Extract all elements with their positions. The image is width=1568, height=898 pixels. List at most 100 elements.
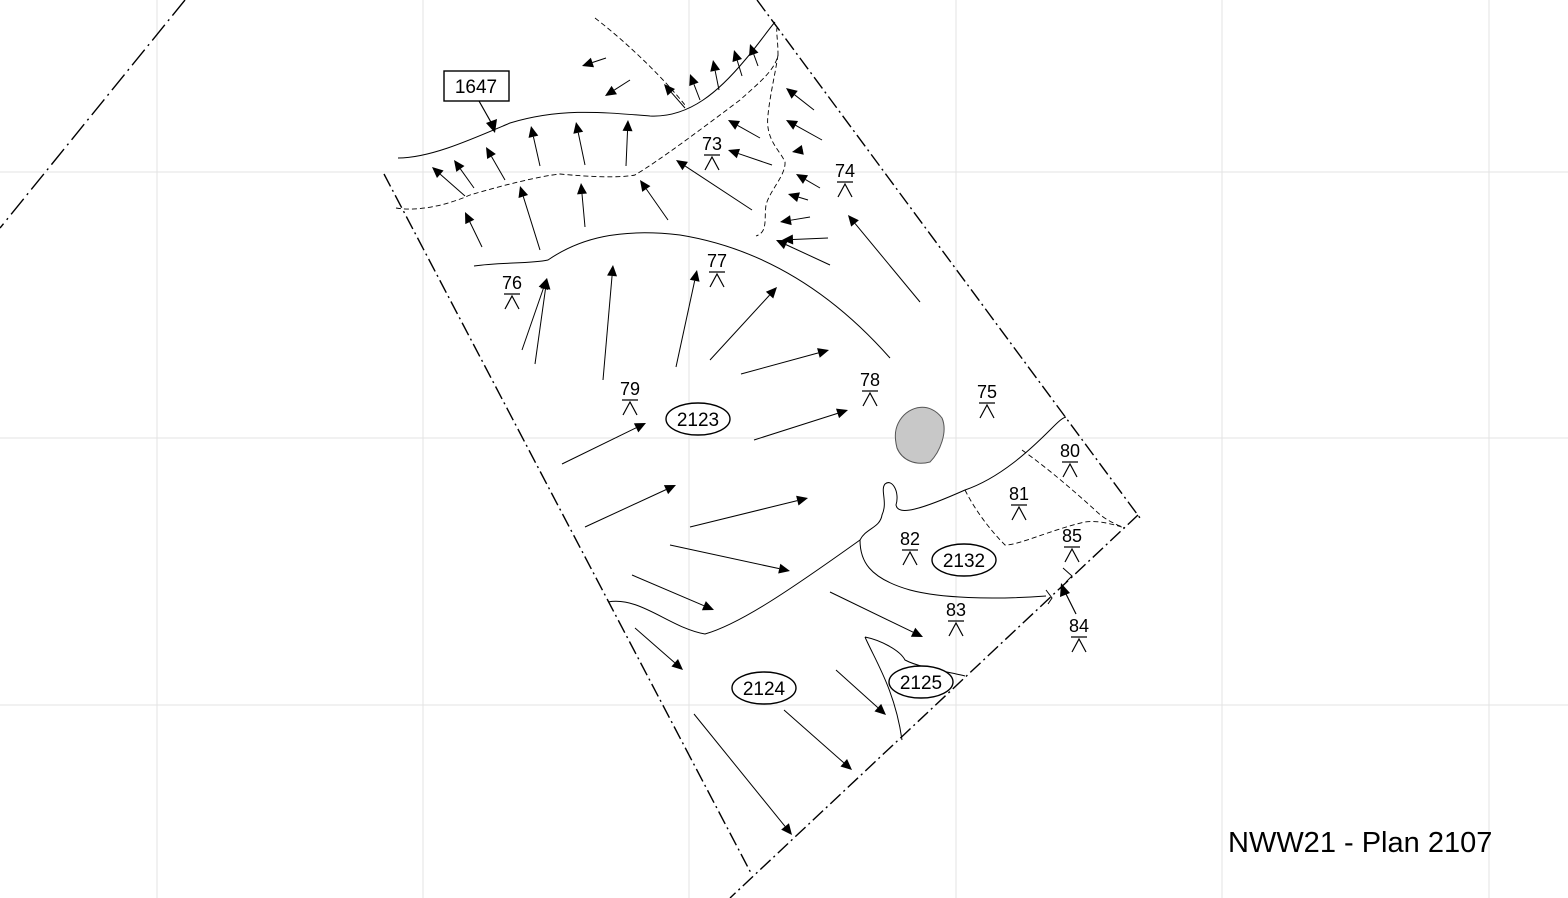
- level-point-84: 84: [1069, 616, 1089, 653]
- level-point-73: 73: [702, 134, 722, 171]
- hachure-head: [732, 50, 743, 62]
- level-label-74: 74: [835, 161, 855, 181]
- hachure-line: [625, 130, 629, 167]
- dashed-edge-3: [755, 54, 786, 237]
- hachure-line: [783, 709, 845, 764]
- hachure-line: [790, 216, 811, 221]
- hachure-head: [676, 160, 688, 171]
- hachure-head: [528, 126, 539, 138]
- level-point-74: 74: [835, 161, 855, 198]
- hachure-head: [782, 234, 794, 245]
- hachure-head: [518, 186, 529, 198]
- level-point-79: 79: [620, 379, 640, 416]
- hachure-head: [605, 85, 617, 96]
- hachure-head: [671, 658, 683, 670]
- hachure-head: [792, 144, 804, 155]
- hachure-head: [796, 174, 809, 184]
- level-label-82: 82: [900, 529, 920, 549]
- trench-edge-left: [383, 173, 753, 876]
- hachure-line: [738, 153, 773, 166]
- hachures: [432, 44, 923, 835]
- context-2125: 2125: [888, 665, 954, 699]
- context-label-2123: 2123: [677, 410, 719, 431]
- hachure-line: [634, 627, 676, 664]
- dashed-edge-1: [395, 27, 779, 210]
- hachure-head: [689, 74, 699, 87]
- hachure-line: [670, 91, 686, 109]
- hachure-head: [910, 627, 923, 637]
- hachure-line: [584, 489, 667, 528]
- hachure-head: [848, 215, 859, 227]
- level-label-84: 84: [1069, 616, 1089, 636]
- hachure-head: [607, 265, 618, 277]
- cut-2125: [864, 636, 966, 741]
- context-label-2124: 2124: [743, 679, 786, 700]
- hachure-line: [737, 124, 761, 139]
- context-label-2125: 2125: [900, 673, 942, 694]
- hachure-line: [792, 237, 829, 241]
- dashed-edge-81: [964, 489, 1126, 546]
- hachure-head: [640, 180, 651, 192]
- context-2132: 2132: [931, 543, 997, 577]
- hachure-line: [602, 275, 613, 381]
- hachure-line: [829, 591, 914, 633]
- hachure-line: [439, 173, 466, 197]
- hachure-line: [794, 94, 815, 111]
- context-2123: 2123: [665, 402, 731, 436]
- hachure-head: [689, 270, 700, 282]
- hachure-head: [664, 84, 676, 96]
- level-label-81: 81: [1009, 484, 1029, 504]
- hachure-line: [613, 79, 631, 91]
- level-label-85: 85: [1062, 526, 1082, 546]
- hachure-line: [795, 124, 823, 141]
- hachure-line: [577, 132, 586, 166]
- stone: [894, 406, 945, 464]
- trench-edge-bottom: [729, 514, 1139, 898]
- level-point-85: 85: [1062, 526, 1082, 563]
- hachure-head: [432, 167, 444, 179]
- hachure-head: [582, 57, 595, 68]
- hachure-line: [693, 713, 786, 827]
- hachure-head: [874, 703, 886, 715]
- level-point-76: 76: [502, 273, 522, 310]
- hachure-line: [581, 193, 586, 228]
- context-2124: 2124: [731, 671, 797, 705]
- hachure-head: [577, 183, 587, 195]
- hachure-head: [781, 823, 792, 835]
- pointer-84: [1060, 583, 1077, 615]
- hachure-head: [540, 278, 551, 290]
- hachure-head: [701, 601, 714, 611]
- level-label-75: 75: [977, 382, 997, 402]
- hachure-line: [753, 54, 759, 67]
- hachure-head: [633, 423, 646, 433]
- hachure-head: [573, 122, 584, 134]
- level-point-77: 77: [707, 251, 727, 288]
- cut-85: [1062, 567, 1073, 583]
- hachure-line: [689, 500, 798, 528]
- hachure-head: [817, 348, 829, 358]
- level-label-83: 83: [946, 600, 966, 620]
- hachure-line: [532, 136, 541, 167]
- trench-edge-top: [756, 0, 1141, 519]
- level-point-83: 83: [946, 600, 966, 637]
- hachure-head: [796, 495, 808, 506]
- hachure-line: [631, 574, 705, 607]
- hachure-line: [709, 294, 770, 361]
- hachure-line: [740, 352, 819, 375]
- hachure-line: [835, 669, 879, 709]
- hachure-head: [765, 287, 777, 299]
- hachure-head: [780, 215, 792, 226]
- hachure-head: [836, 408, 848, 419]
- hachure-line: [521, 288, 544, 351]
- level-point-82: 82: [900, 529, 920, 566]
- hachure-line: [785, 244, 831, 266]
- hachure-line: [669, 544, 780, 570]
- hachure-head: [728, 120, 741, 130]
- hachure-line: [736, 60, 743, 77]
- hachure-head: [486, 147, 496, 160]
- level-point-78: 78: [860, 370, 880, 407]
- hachure-head: [622, 120, 633, 132]
- hachure-line: [675, 280, 696, 368]
- hachure-head: [663, 485, 676, 495]
